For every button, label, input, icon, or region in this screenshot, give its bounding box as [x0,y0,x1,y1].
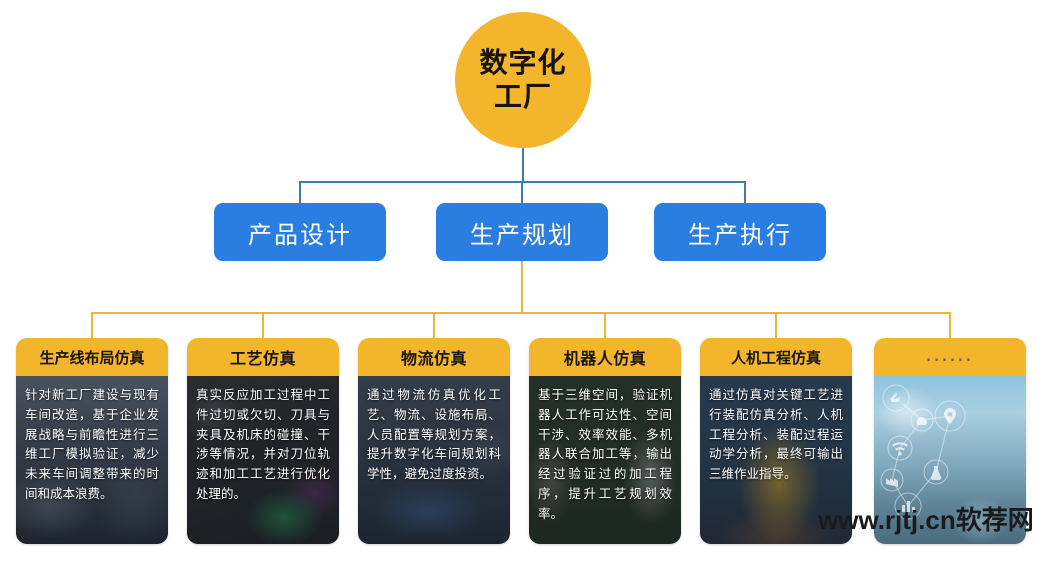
airplane-icon-ring [882,384,910,412]
level2-node-production-execution[interactable]: 生产执行 [654,203,826,261]
level2-node-production-planning[interactable]: 生产规划 [436,203,608,261]
location-pin-icon-ring [934,400,966,432]
watermark: www.rjtj.cn软荐网 [818,505,1034,535]
level3-card-title: 生产线布局仿真 [16,338,168,376]
level3-card-production-line-layout[interactable]: 生产线布局仿真 针对新工厂建设与现有车间改造，基于企业发展战略与前瞻性进行三维工… [16,338,168,544]
connector-level2-drop-1 [521,181,523,205]
industrial-plant-photo-background [874,376,1026,544]
root-node-line-1: 数字化 [479,45,567,79]
level3-card-text: 真实反应加工过程中工件过切或欠切、刀具与夹具及机床的碰撞、干涉等情况，并对刀位轨… [196,387,330,501]
level3-card-text: 通过物流仿真优化工艺、物流、设施布局、人员配置等规划方案，提升数字化车间规划科学… [367,387,501,481]
bar-chart-icon [902,501,915,512]
photo-scrim [700,376,852,544]
level3-card-robot-simulation[interactable]: 机器人仿真 基于三维空间，验证机器人工作可达性、空间干涉、效率效能、多机器人联合… [529,338,681,544]
level3-card-text: 基于三维空间，验证机器人工作可达性、空间干涉、效率效能、多机器人联合加工等，输出… [538,387,672,521]
logistics-photo-background [358,376,510,544]
factory-photo-background [16,376,168,544]
connector-level3-bus [91,312,951,314]
connector-level3-drop-2 [433,312,435,340]
level2-label: 生产规划 [470,220,574,249]
connector-root-stem [522,140,524,182]
level3-card-more[interactable]: ...... [874,338,1026,544]
location-pin-icon [944,408,956,424]
level2-label: 产品设计 [248,220,352,249]
level3-card-title: 人机工程仿真 [700,338,852,376]
wifi-icon [892,442,908,456]
level3-card-body: 通过物流仿真优化工艺、物流、设施布局、人员配置等规划方案，提升数字化车间规划科学… [358,376,510,544]
flask-icon-ring [923,459,949,485]
level3-card-body: 通过仿真对关键工艺进行装配仿真分析、人机工程分析、装配过程运动学分析，最终可输出… [700,376,852,544]
photo-scrim [358,376,510,544]
connector-level3-drop-3 [604,312,606,340]
level2-label: 生产执行 [688,220,792,249]
factory-icon-ring [880,468,904,492]
level3-card-ergonomics-simulation[interactable]: 人机工程仿真 通过仿真对关键工艺进行装配仿真分析、人机工程分析、装配过程运动学分… [700,338,852,544]
photo-scrim [16,376,168,544]
cloud-icon-ring [910,408,934,432]
level3-card-text: 通过仿真对关键工艺进行装配仿真分析、人机工程分析、装配过程运动学分析，最终可输出… [709,387,843,481]
level3-card-title: ...... [874,338,1026,376]
machining-photo-background [187,376,339,544]
iot-glyphs [886,393,956,512]
level3-card-title: 工艺仿真 [187,338,339,376]
connector-level3-drop-5 [949,312,951,340]
level3-card-title: 机器人仿真 [529,338,681,376]
level3-card-body [874,376,1026,544]
bar-chart-icon-ring [894,492,922,520]
level2-node-product-design[interactable]: 产品设计 [214,203,386,261]
crane-photo-background [700,376,852,544]
level3-card-body: 真实反应加工过程中工件过切或欠切、刀具与夹具及机床的碰撞、干涉等情况，并对刀位轨… [187,376,339,544]
level3-card-body: 基于三维空间，验证机器人工作可达性、空间干涉、效率效能、多机器人联合加工等，输出… [529,376,681,544]
connector-planning-stem [521,261,523,313]
connector-level2-drop-2 [744,181,746,205]
flask-icon [930,466,942,481]
robot-photo-background [529,376,681,544]
level3-card-body: 针对新工厂建设与现有车间改造，基于企业发展战略与前瞻性进行三维工厂模拟验证，减少… [16,376,168,544]
photo-scrim [529,376,681,544]
factory-icon [886,478,898,487]
root-node-line-2: 工厂 [493,80,552,113]
level3-card-title: 物流仿真 [358,338,510,376]
connector-level3-drop-1 [262,312,264,340]
level3-card-logistics-simulation[interactable]: 物流仿真 通过物流仿真优化工艺、物流、设施布局、人员配置等规划方案，提升数字化车… [358,338,510,544]
wifi-icon-ring [887,435,913,461]
root-node-digital-factory[interactable]: 数字化 工厂 [455,12,591,148]
connector-level3-drop-0 [91,312,93,340]
level3-card-process-simulation[interactable]: 工艺仿真 真实反应加工过程中工件过切或欠切、刀具与夹具及机床的碰撞、干涉等情况，… [187,338,339,544]
level3-card-text: 针对新工厂建设与现有车间改造，基于企业发展战略与前瞻性进行三维工厂模拟验证，减少… [25,387,159,501]
cloud-icon [916,416,927,425]
connector-level3-drop-4 [775,312,777,340]
iot-icon-overlay [880,384,966,520]
connector-level2-drop-0 [299,181,301,205]
photo-scrim [187,376,339,544]
airplane-icon [890,393,900,402]
